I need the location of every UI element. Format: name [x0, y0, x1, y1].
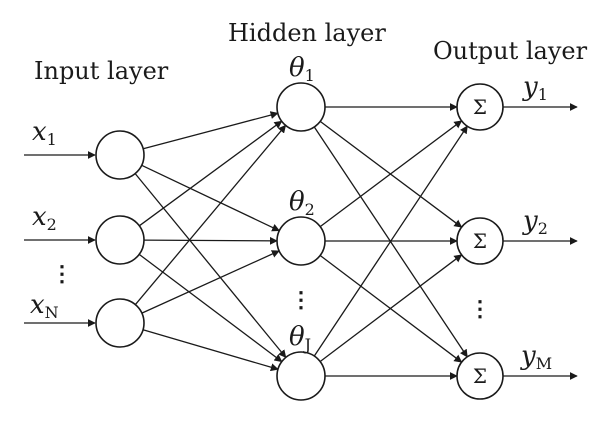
edge-input-3-hidden-3: [142, 329, 279, 372]
output-node-1: [456, 83, 504, 131]
input-ellipsis: ⋮: [51, 261, 73, 287]
hidden-node-j: [276, 351, 326, 401]
edge-hidden-2-output-1: [319, 120, 463, 228]
input-node-n: [95, 298, 145, 348]
edge-input-3-hidden-2: [141, 250, 280, 314]
connections: [134, 103, 468, 380]
hidden-label-1: θ1: [289, 53, 315, 85]
sum-symbol-1: Σ: [473, 95, 487, 119]
output-ellipsis: ⋮: [469, 296, 491, 322]
sum-symbol-m: Σ: [473, 364, 487, 388]
hidden-label-2: θ2: [289, 187, 315, 219]
input-layer-title: Input layer: [34, 57, 169, 85]
edge-input-3-hidden-1: [134, 124, 287, 306]
sum-symbol-2: Σ: [473, 229, 487, 253]
output-layer-title: Output layer: [433, 37, 588, 65]
edge-input-1-hidden-1: [143, 111, 279, 150]
hidden-ellipsis: ⋮: [290, 287, 312, 313]
input-label-2: x2: [32, 202, 57, 234]
output-label-1: y1: [522, 72, 548, 104]
input-label-1: x1: [32, 117, 57, 149]
edge-hidden-3-output-2: [319, 254, 463, 363]
hidden-label-j: θJ: [289, 322, 311, 354]
edge-input-2-hidden-3: [138, 253, 283, 363]
output-label-2: y2: [522, 206, 548, 238]
hidden-node-1: [276, 82, 326, 132]
output-label-m: yM: [520, 341, 552, 373]
edge-input-1-hidden-3: [134, 173, 287, 359]
edge-input-2-hidden-2: [143, 236, 278, 245]
output-node-m: [456, 352, 504, 400]
input-label-n: xN: [30, 290, 59, 322]
output-node-2: [456, 217, 504, 265]
input-node-1: [95, 130, 145, 180]
edge-hidden-3-output-1: [313, 125, 468, 357]
hidden-layer-title: Hidden layer: [228, 19, 386, 47]
edge-input-2-hidden-1: [138, 120, 283, 227]
input-node-2: [95, 215, 145, 265]
hidden-node-2: [276, 216, 326, 266]
edge-input-1-hidden-2: [141, 164, 281, 232]
